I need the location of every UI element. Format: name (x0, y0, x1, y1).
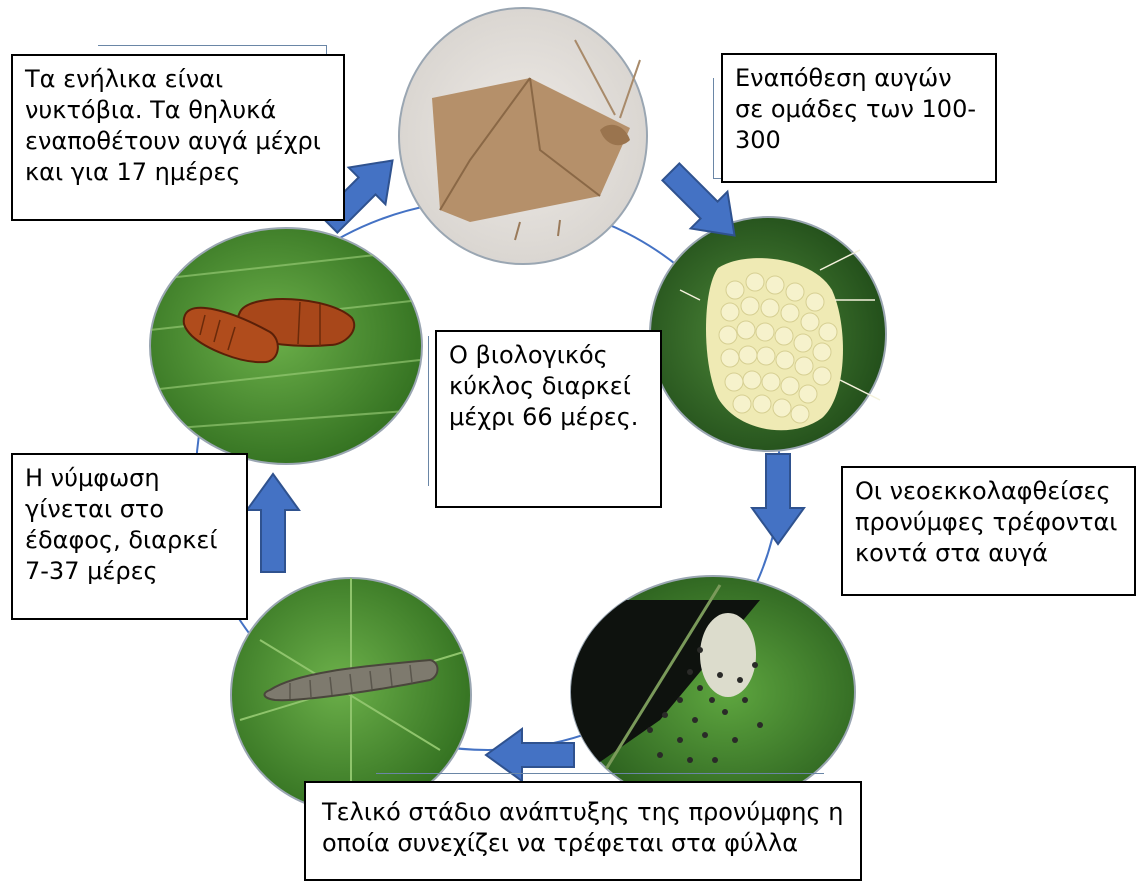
adults-box-offset-line (98, 45, 326, 46)
center-text: Ο βιολογικός κύκλος διαρκεί μέχρι 66 μέρ… (449, 341, 638, 431)
larva-text-box: Τελικό στάδιο ανάπτυξης της προνύμφης η … (304, 781, 862, 881)
center-box-offset-line (428, 336, 429, 486)
arrow-larva-to-pupa (247, 474, 299, 572)
eggs-box-offset-line (713, 78, 714, 178)
adults-text: Τα ενήλικα είναι νυκτόβια. Τα θηλυκά ενα… (25, 65, 321, 186)
center-text-box: Ο βιολογικός κύκλος διαρκεί μέχρι 66 μέρ… (435, 330, 662, 508)
hatch-text-box: Οι νεοεκκολαφθείσες προνύμφες τρέφονται … (841, 466, 1136, 596)
arrow-eggs-to-hatch (752, 454, 804, 544)
egg-mass-photo (650, 217, 886, 451)
hatch-text: Οι νεοεκκολαφθείσες προνύμφες τρέφονται … (855, 477, 1117, 567)
eggs-text: Εναπόθεση αυγών σε ομάδες των 100-300 (735, 64, 976, 154)
pupation-text: Η νύμφωση γίνεται στο έδαφος, διαρκεί 7-… (25, 464, 217, 585)
larva-box-offset-line (376, 773, 824, 774)
pupae-photo (150, 228, 422, 464)
adult-moth-photo (399, 8, 647, 264)
pupation-text-box: Η νύμφωση γίνεται στο έδαφος, διαρκεί 7-… (11, 453, 248, 620)
larva-text: Τελικό στάδιο ανάπτυξης της προνύμφης η … (322, 798, 843, 857)
final-instar-larva-photo (231, 578, 471, 812)
eggs-text-box: Εναπόθεση αυγών σε ομάδες των 100-300 (721, 53, 997, 183)
adults-text-box: Τα ενήλικα είναι νυκτόβια. Τα θηλυκά ενα… (11, 54, 345, 221)
